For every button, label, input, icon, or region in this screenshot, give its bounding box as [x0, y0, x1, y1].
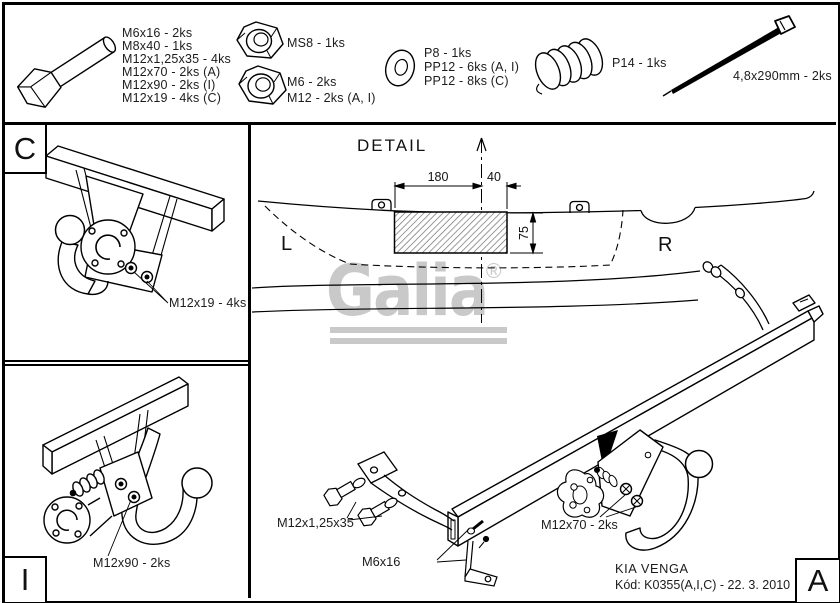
view-i-callout: M12x90 - 2ks	[93, 556, 171, 570]
dim-180: 180	[427, 170, 449, 184]
callout-m12x70: M12x70 - 2ks	[541, 517, 618, 532]
document-code: Kód: K0355(A,I,C) - 22. 3. 2010	[615, 578, 791, 592]
registered-trademark-icon: ®	[486, 260, 502, 283]
bolt-m12x125-a	[323, 477, 366, 507]
ball-bracket-assembly	[556, 429, 714, 551]
bumper-sweep-curves	[251, 270, 701, 313]
view-i-drawing	[42, 376, 213, 557]
nut-sizes-list: M6 - 2ks M12 - 2ks (A, I)	[287, 75, 376, 105]
galia-watermark: Galia	[326, 250, 489, 332]
divider-top-strip	[4, 122, 836, 125]
washer-sizes-list: P8 - 1ks PP12 - 6ks (A, I) PP12 - 8ks (C…	[424, 46, 520, 88]
detail-dimensions	[393, 182, 543, 255]
right-chassis-strap	[702, 261, 770, 331]
towbar-crossmember	[447, 294, 824, 547]
bolt-sizes-list: M6x16 - 2ks M8x40 - 1ks M12x1,25x35 - 4k…	[122, 26, 232, 105]
parts-strip-icons	[16, 15, 796, 108]
spring-icon	[534, 38, 604, 95]
view-i-letter: I	[20, 562, 30, 597]
callout-m6x16: M6x16	[362, 554, 401, 569]
divider-left-column	[248, 124, 251, 598]
divider-cell-c-bottom	[5, 360, 248, 362]
bolt-m12x125-b	[357, 497, 398, 527]
nut-m8-icon	[236, 21, 284, 59]
watermark-bar	[330, 338, 507, 344]
view-c-drawing	[45, 145, 225, 304]
view-c-callout: M12x19 - 4ks	[169, 296, 247, 310]
leader-m6x16	[436, 528, 470, 563]
detail-cutout-rect	[393, 211, 508, 254]
view-a-label-box: A	[795, 558, 840, 603]
view-i-label-box: I	[3, 556, 47, 603]
left-chassis-strap	[357, 451, 455, 531]
nut-m8-label: MS8 - 1ks	[287, 36, 346, 50]
bottom-bracket	[464, 535, 498, 587]
washer-icon	[384, 49, 416, 87]
watermark-bar	[330, 327, 507, 333]
leader-m12x125	[346, 501, 383, 521]
left-side-label: L	[281, 233, 293, 255]
vehicle-model: KIA VENGA	[615, 561, 689, 576]
callout-m12x125: M12x1,25x35	[277, 515, 354, 530]
divider-cell-i-top	[5, 364, 248, 366]
bolt-icon	[16, 36, 117, 108]
nut-m12-icon	[238, 65, 287, 105]
right-side-label: R	[658, 234, 673, 256]
view-c-label-box: C	[3, 123, 47, 174]
leader-m12x70	[599, 494, 637, 518]
view-a-letter: A	[807, 563, 829, 598]
cable-tie-icon	[662, 15, 796, 97]
spring-label: P14 - 1ks	[612, 56, 667, 70]
view-c-letter: C	[13, 130, 37, 166]
cable-tie-label: 4,8x290mm - 2ks	[733, 69, 832, 83]
detail-title: DETAIL	[357, 136, 428, 155]
main-drawing	[251, 137, 824, 587]
detail-centerline	[476, 137, 487, 323]
dim-40: 40	[487, 170, 501, 184]
